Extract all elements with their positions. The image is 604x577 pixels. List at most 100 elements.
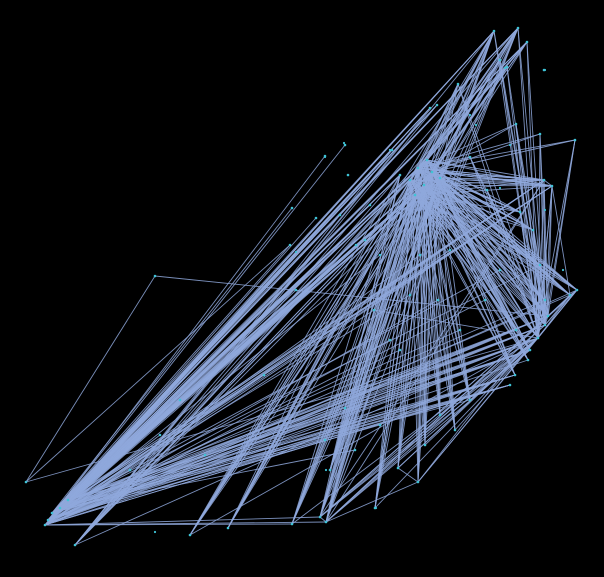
graph-node [573, 138, 577, 142]
graph-edge [431, 133, 541, 173]
graph-edge [189, 27, 519, 536]
graph-node [353, 448, 357, 452]
graph-edge [59, 449, 356, 509]
graph-node [550, 184, 554, 188]
graph-edge [486, 189, 546, 326]
graph-edge [519, 211, 549, 317]
graph-edge [426, 59, 501, 161]
graph-edge [51, 269, 501, 514]
graph-edge [74, 337, 539, 546]
graph-edge [409, 179, 419, 483]
graph-edge [417, 167, 488, 191]
graph-edge [291, 337, 539, 525]
graph-node [58, 506, 62, 510]
graph-edge [227, 27, 519, 529]
graph-edge [51, 299, 546, 514]
graph-edge [506, 66, 539, 339]
graph-edge [409, 179, 539, 339]
graph-node [50, 511, 54, 515]
graph-edge [319, 516, 327, 523]
graph-edge [329, 177, 441, 471]
graph-edge [25, 275, 156, 483]
graph-edge [44, 384, 511, 526]
graph-node [66, 498, 70, 502]
graph-node [46, 518, 50, 522]
graph-node [396, 466, 400, 470]
graph-node [543, 298, 547, 302]
graph-node [416, 166, 420, 170]
graph-edge [544, 315, 549, 326]
graph-edge [25, 337, 539, 483]
graph-edge [325, 481, 419, 523]
graph-edge [423, 83, 459, 186]
graph-node [324, 520, 328, 524]
graph-node [425, 158, 429, 162]
graph-edge [431, 171, 534, 231]
graph-node [378, 253, 382, 257]
graph-edge [417, 167, 545, 181]
graph-edge [319, 337, 539, 518]
graph-edge [431, 171, 517, 331]
graph-edge [486, 189, 539, 339]
graph-edge [409, 179, 441, 416]
graph-edge [409, 83, 459, 181]
graph-edge [537, 264, 541, 339]
graph-edge [537, 289, 578, 339]
graph-edge [189, 174, 401, 536]
graph-node [438, 413, 442, 417]
graph-edge [25, 244, 291, 483]
graph-edge [319, 184, 425, 518]
graph-node [372, 308, 376, 312]
graph-edge [431, 156, 471, 173]
graph-edge [431, 123, 517, 173]
graph-node [514, 328, 518, 332]
graph-edge [431, 171, 578, 291]
graph-node [503, 66, 507, 70]
graph-edge [374, 159, 428, 509]
graph-edge [431, 83, 459, 173]
graph-edge [227, 179, 411, 529]
graph-node [436, 298, 440, 302]
graph-edge [417, 133, 541, 169]
graph-node [468, 398, 472, 402]
graph-edge [543, 179, 553, 187]
graph-node [508, 383, 512, 387]
graph-edge [417, 167, 521, 213]
graph-node [418, 253, 422, 257]
graph-node [435, 103, 439, 107]
graph-node [43, 523, 47, 527]
graph-edge [439, 41, 528, 179]
graph-node [153, 274, 157, 278]
graph-edge [423, 184, 546, 326]
graph-node [428, 106, 432, 110]
graph-edge [417, 167, 578, 291]
graph-edge [431, 139, 576, 173]
graph-edge [189, 179, 411, 536]
graph-node [290, 206, 294, 210]
graph-edge [417, 167, 441, 416]
graph-edge [431, 171, 571, 296]
graph-node [398, 173, 402, 177]
graph-node [323, 155, 327, 159]
graph-edge [319, 27, 519, 518]
graph-edge [417, 184, 425, 483]
graph-edge [291, 179, 411, 525]
graph-node [575, 288, 579, 292]
graph-edge [291, 171, 433, 525]
graph-node [314, 216, 318, 220]
graph-edge [547, 139, 576, 317]
edge-layer [25, 27, 578, 546]
graph-node [324, 468, 328, 472]
graph-node [413, 193, 417, 197]
graph-node [416, 480, 420, 484]
graph-edge [423, 184, 553, 187]
graph-node [24, 480, 28, 484]
graph-edge [537, 185, 553, 339]
graph-edge [325, 349, 531, 523]
graph-edge [423, 184, 517, 331]
graph-edge [551, 185, 571, 296]
graph-node [543, 323, 547, 327]
graph-edge [423, 184, 521, 213]
